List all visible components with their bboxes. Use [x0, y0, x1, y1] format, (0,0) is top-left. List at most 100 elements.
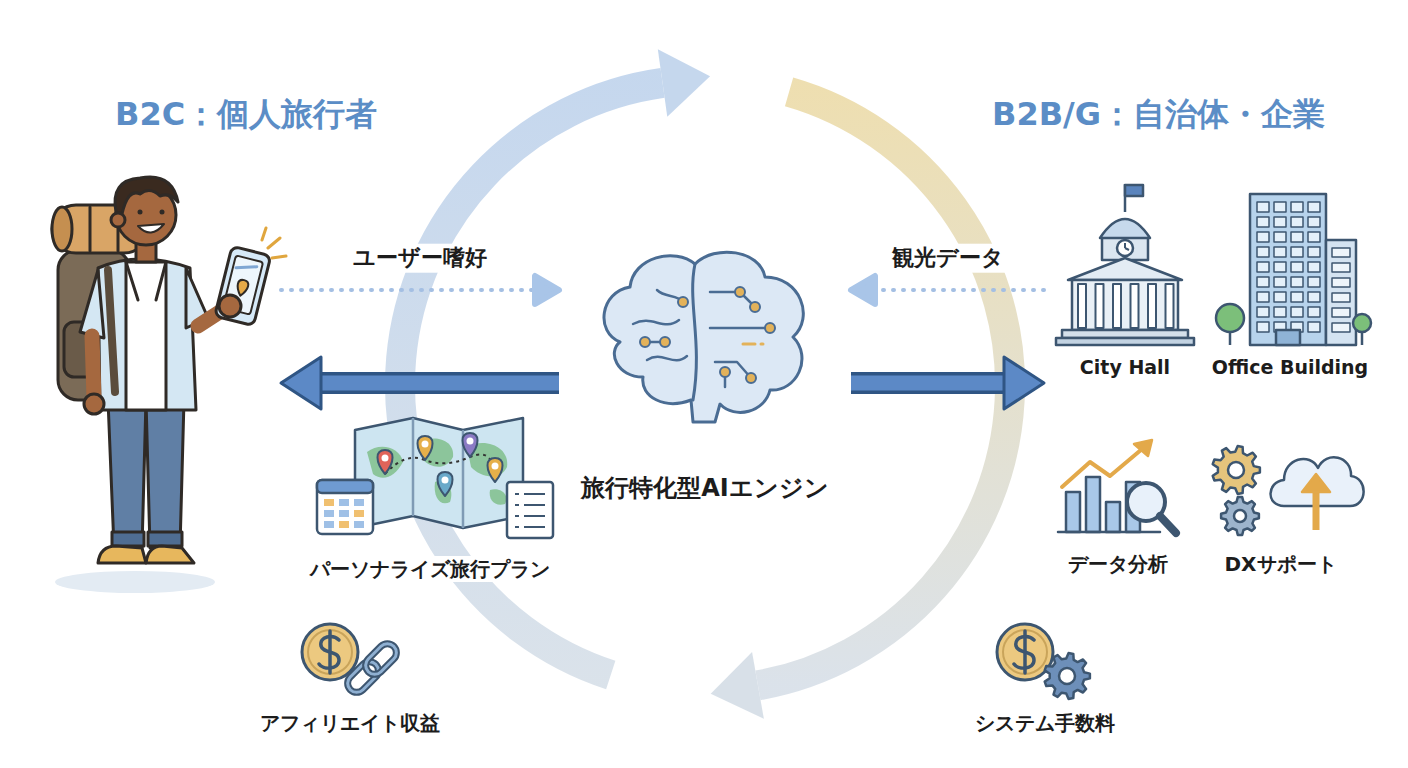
dx-icon: [1312, 488, 1319, 530]
office-icon: [1257, 232, 1269, 242]
dx-icon: [1302, 474, 1330, 492]
hall-icon: [1113, 284, 1121, 328]
node-label: Office Building: [1209, 355, 1371, 380]
arrow-shaft: [313, 376, 559, 391]
map-icon: [324, 521, 334, 528]
dotted-line: [870, 288, 1044, 292]
office-icon: [1308, 277, 1320, 287]
brain-icon: [604, 252, 803, 422]
office-icon: [1291, 202, 1303, 212]
traveler-figure: [219, 295, 241, 317]
map-icon: [355, 418, 523, 528]
office-icon: [1291, 277, 1303, 287]
hall-icon: [1078, 284, 1086, 328]
office-icon: [1308, 232, 1320, 242]
office-icon: [1308, 262, 1320, 272]
traveler-figure: [80, 270, 104, 338]
dx-icon: [1234, 510, 1246, 522]
fee-icon: [1023, 631, 1027, 673]
affiliate-revenue-node: アフィリエイト収益: [245, 618, 455, 736]
data-analysis-node: データ分析: [1048, 432, 1188, 577]
brain-icon: [660, 337, 670, 347]
chart-icon: [1058, 440, 1176, 533]
office-icon: [1257, 322, 1269, 332]
brain-icon: [678, 297, 688, 307]
map-icon: [492, 463, 499, 470]
traveler-figure: [126, 262, 166, 300]
office-icon: [1257, 292, 1269, 302]
dx-icon: [1212, 446, 1363, 535]
brain-icon: [746, 373, 756, 383]
flow-arrow: [281, 357, 559, 409]
hall-icon: [1050, 180, 1200, 348]
hall-icon: [1072, 280, 1178, 330]
traveler-figure: [215, 246, 271, 326]
brain-icon: [735, 287, 745, 297]
section-heading: B2C：個人旅行者: [115, 95, 377, 133]
city-hall-node: City Hall: [1050, 180, 1200, 380]
chart-icon: [1160, 516, 1176, 533]
map-icon: [295, 412, 565, 542]
aff-icon: [302, 624, 400, 696]
office-icon: [1361, 332, 1364, 345]
traveler-figure: [236, 262, 257, 273]
cycle-arrowhead: [711, 652, 764, 719]
node-label: 旅行特化型AIエンジン: [578, 473, 832, 504]
map-icon: [515, 526, 545, 528]
office-icon: [1308, 292, 1320, 302]
traveler-figure: [84, 394, 104, 414]
hall-icon: [1131, 284, 1139, 328]
brain-icon: [750, 302, 760, 312]
chart-icon: [1058, 531, 1160, 534]
office-icon: [1257, 262, 1269, 272]
office-icon: [1274, 232, 1286, 242]
map-icon: [515, 504, 545, 506]
dx-icon: [1221, 497, 1259, 535]
map-icon: [418, 436, 433, 460]
map-icon: [354, 521, 364, 528]
hall-icon: [1056, 184, 1194, 345]
traveler-figure: [138, 210, 143, 215]
arrow-shaft: [851, 376, 1012, 391]
map-icon: [317, 480, 373, 534]
office-icon: [1274, 202, 1286, 212]
office-icon: [1332, 248, 1350, 257]
ai-engine-node: 旅行特化型AIエンジン: [565, 232, 845, 504]
cycle-arrowhead: [658, 49, 710, 116]
arrowhead: [851, 276, 875, 304]
node-label: DXサポート: [1221, 551, 1339, 577]
office-icon: [1308, 202, 1320, 212]
arrow-outline: [313, 372, 559, 394]
office-icon: [1274, 217, 1286, 227]
edge-label: ユーザー嗜好: [349, 244, 491, 273]
traveler-figure: [89, 207, 92, 251]
aff-icon: [362, 640, 400, 678]
office-icon: [1257, 277, 1269, 287]
hall-icon: [1125, 243, 1129, 250]
office-icon: [1216, 304, 1244, 332]
office-icon: [1257, 307, 1269, 317]
traveler-figure: [98, 546, 146, 563]
fee-icon: [1059, 668, 1075, 684]
traveler-figure: [108, 400, 146, 548]
office-icon: [1291, 307, 1303, 317]
map-icon: [339, 499, 349, 506]
office-icon: [1291, 217, 1303, 227]
dx-icon: [1212, 446, 1259, 494]
office-icon: [1332, 293, 1350, 302]
dx-icon: [1228, 462, 1244, 478]
hall-icon: [1125, 185, 1143, 196]
map-icon: [339, 521, 349, 528]
travel-plan-node: パーソナライズ旅行プラン: [295, 412, 565, 582]
flow-arrow: [851, 357, 1044, 409]
fee-icon: [997, 624, 1090, 699]
hall-icon: [1100, 219, 1150, 238]
traveler-figure: [52, 177, 286, 593]
traveler-figure: [235, 279, 249, 297]
aff-icon: [328, 631, 332, 673]
traveler-figure: [215, 246, 271, 326]
office-icon: [1332, 323, 1350, 332]
traveler-figure: [92, 336, 94, 398]
node-label: City Hall: [1077, 355, 1173, 380]
office-icon: [1210, 180, 1370, 348]
